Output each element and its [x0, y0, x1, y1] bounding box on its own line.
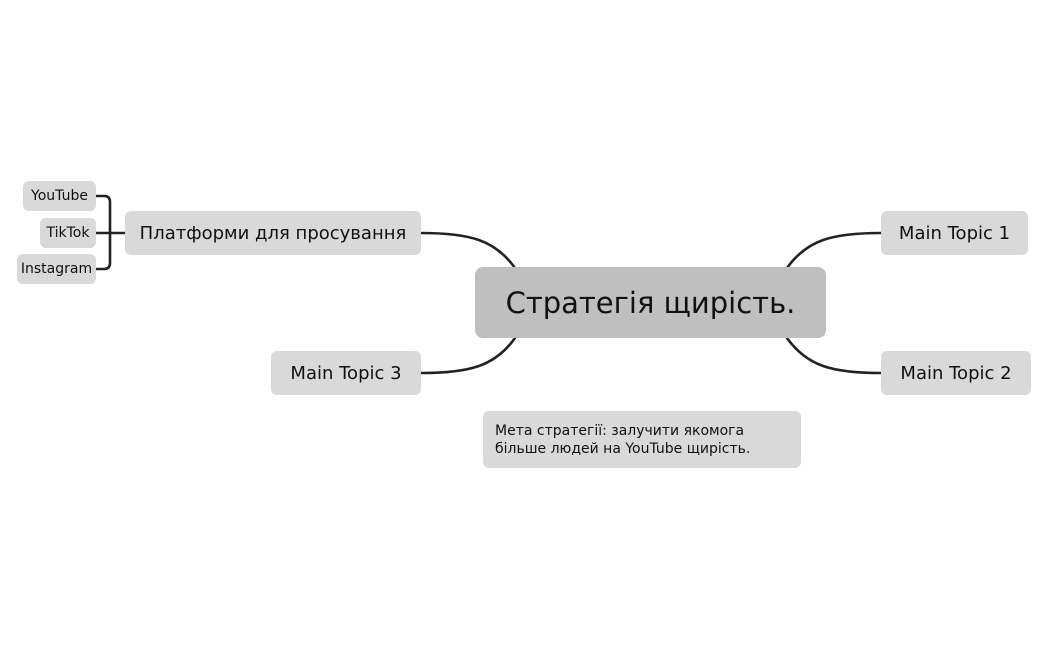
connector-central-to-topic1 [785, 231, 883, 270]
central-topic-label: Стратегія щирість. [505, 285, 796, 320]
connector-central-to-topic2 [785, 336, 883, 375]
subtopic-tiktok-label: TikTok [46, 225, 90, 241]
main-topic-3-label: Main Topic 3 [290, 362, 402, 384]
main-topic-2-label: Main Topic 2 [900, 362, 1012, 384]
main-topic-1-label: Main Topic 1 [898, 222, 1011, 244]
main-topic-1-node[interactable]: Main Topic 1 [881, 211, 1028, 255]
connector-central-to-topic3 [419, 336, 517, 375]
subtopic-instagram-node[interactable]: Instagram [17, 254, 96, 284]
connector-central-to-platforms [419, 231, 517, 270]
subtopic-youtube-label: YouTube [31, 188, 88, 204]
main-topic-3-node[interactable]: Main Topic 3 [271, 351, 421, 395]
subtopic-youtube-node[interactable]: YouTube [23, 181, 96, 211]
main-topic-platforms-label: Платформи для просування [139, 222, 407, 244]
subtopic-tiktok-node[interactable]: TikTok [40, 218, 96, 248]
subtopic-instagram-label: Instagram [20, 261, 93, 277]
strategy-goal-note[interactable]: Мета стратегії: залучити якомога більше … [483, 411, 801, 468]
central-topic-node[interactable]: Стратегія щирість. [475, 267, 826, 338]
strategy-goal-note-text: Мета стратегії: залучити якомога більше … [495, 422, 751, 457]
main-topic-platforms-node[interactable]: Платформи для просування [125, 211, 421, 255]
main-topic-2-node[interactable]: Main Topic 2 [881, 351, 1031, 395]
